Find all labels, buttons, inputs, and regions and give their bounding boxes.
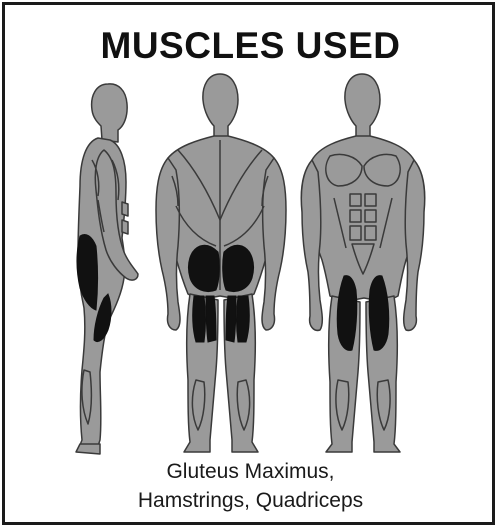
caption-line-1: Gluteus Maximus, (0, 457, 501, 486)
back-hamstring-left-inner (206, 296, 216, 342)
back-hamstring-right-inner (226, 296, 236, 342)
back-view-figure (156, 74, 286, 452)
back-gluteus-right (223, 245, 254, 291)
back-hamstring-left-outer (193, 296, 206, 342)
muscles-caption: Gluteus Maximus, Hamstrings, Quadriceps (0, 457, 501, 515)
back-gluteus-left (188, 245, 219, 291)
front-quad-left (337, 276, 357, 351)
back-hamstring-right-outer (237, 296, 250, 342)
side-gluteus (77, 234, 98, 310)
caption-line-2: Hamstrings, Quadriceps (0, 486, 501, 515)
front-view-figure (301, 74, 424, 452)
front-quad-right (369, 276, 389, 351)
